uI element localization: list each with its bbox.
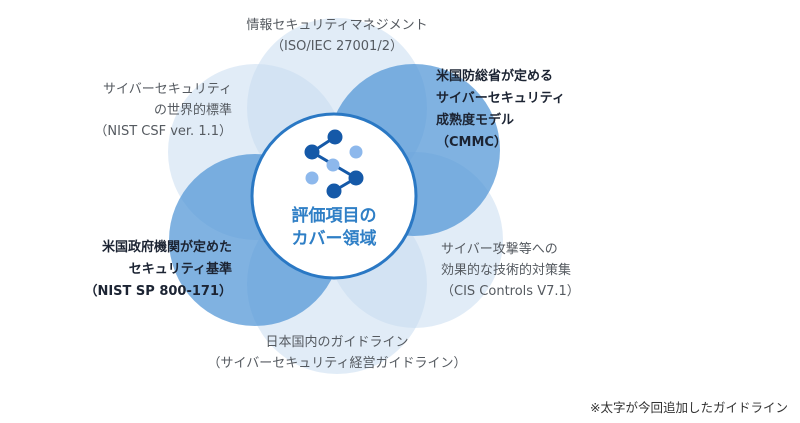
footnote: ※太字が今回追加したガイドライン [590, 400, 788, 415]
label-cis: サイバー攻撃等への 効果的な技術的対策集 （CIS Controls V7.1） [441, 239, 580, 302]
label-cmmc: 米国防総省が定める サイバーセキュリティ 成熟度モデル （CMMC） [436, 66, 565, 154]
center-title-line: 評価項目の [291, 206, 377, 226]
label-nist-csf: サイバーセキュリティ の世界的標準 （NIST CSF ver. 1.1） [94, 79, 232, 142]
label-nist-sp: 米国政府機関が定めた セキュリティ基準 （NIST SP 800-171） [84, 237, 232, 303]
label-line: （ISO/IEC 27001/2） [271, 39, 403, 54]
label-line: セキュリティ基準 [128, 262, 232, 277]
label-line: の世界的標準 [153, 103, 232, 118]
label-line: 米国政府機関が定めた [101, 240, 232, 255]
network-nodes-icon [304, 129, 364, 199]
label-line: 情報セキュリティマネジメント [246, 18, 428, 33]
label-line: サイバーセキュリティ [436, 91, 565, 106]
label-line: サイバー攻撃等への [441, 242, 558, 257]
center-title: 評価項目の カバー領域 [292, 205, 377, 251]
label-line: 日本国内のガイドライン [265, 335, 409, 350]
label-isms: 情報セキュリティマネジメント （ISO/IEC 27001/2） [246, 15, 427, 57]
label-line: （CMMC） [436, 135, 507, 150]
label-line: （サイバーセキュリティ経営ガイドライン） [207, 356, 467, 371]
label-line: サイバーセキュリティ [103, 82, 232, 97]
label-line: （NIST CSF ver. 1.1） [94, 124, 232, 139]
label-line: （CIS Controls V7.1） [441, 284, 580, 299]
label-guideline: 日本国内のガイドライン （サイバーセキュリティ経営ガイドライン） [208, 332, 467, 374]
label-line: 効果的な技術的対策集 [441, 263, 572, 278]
center-title-line: カバー領域 [291, 229, 377, 249]
label-line: （NIST SP 800-171） [84, 284, 232, 299]
label-line: 成熟度モデル [436, 113, 515, 128]
label-line: 米国防総省が定める [436, 69, 554, 84]
